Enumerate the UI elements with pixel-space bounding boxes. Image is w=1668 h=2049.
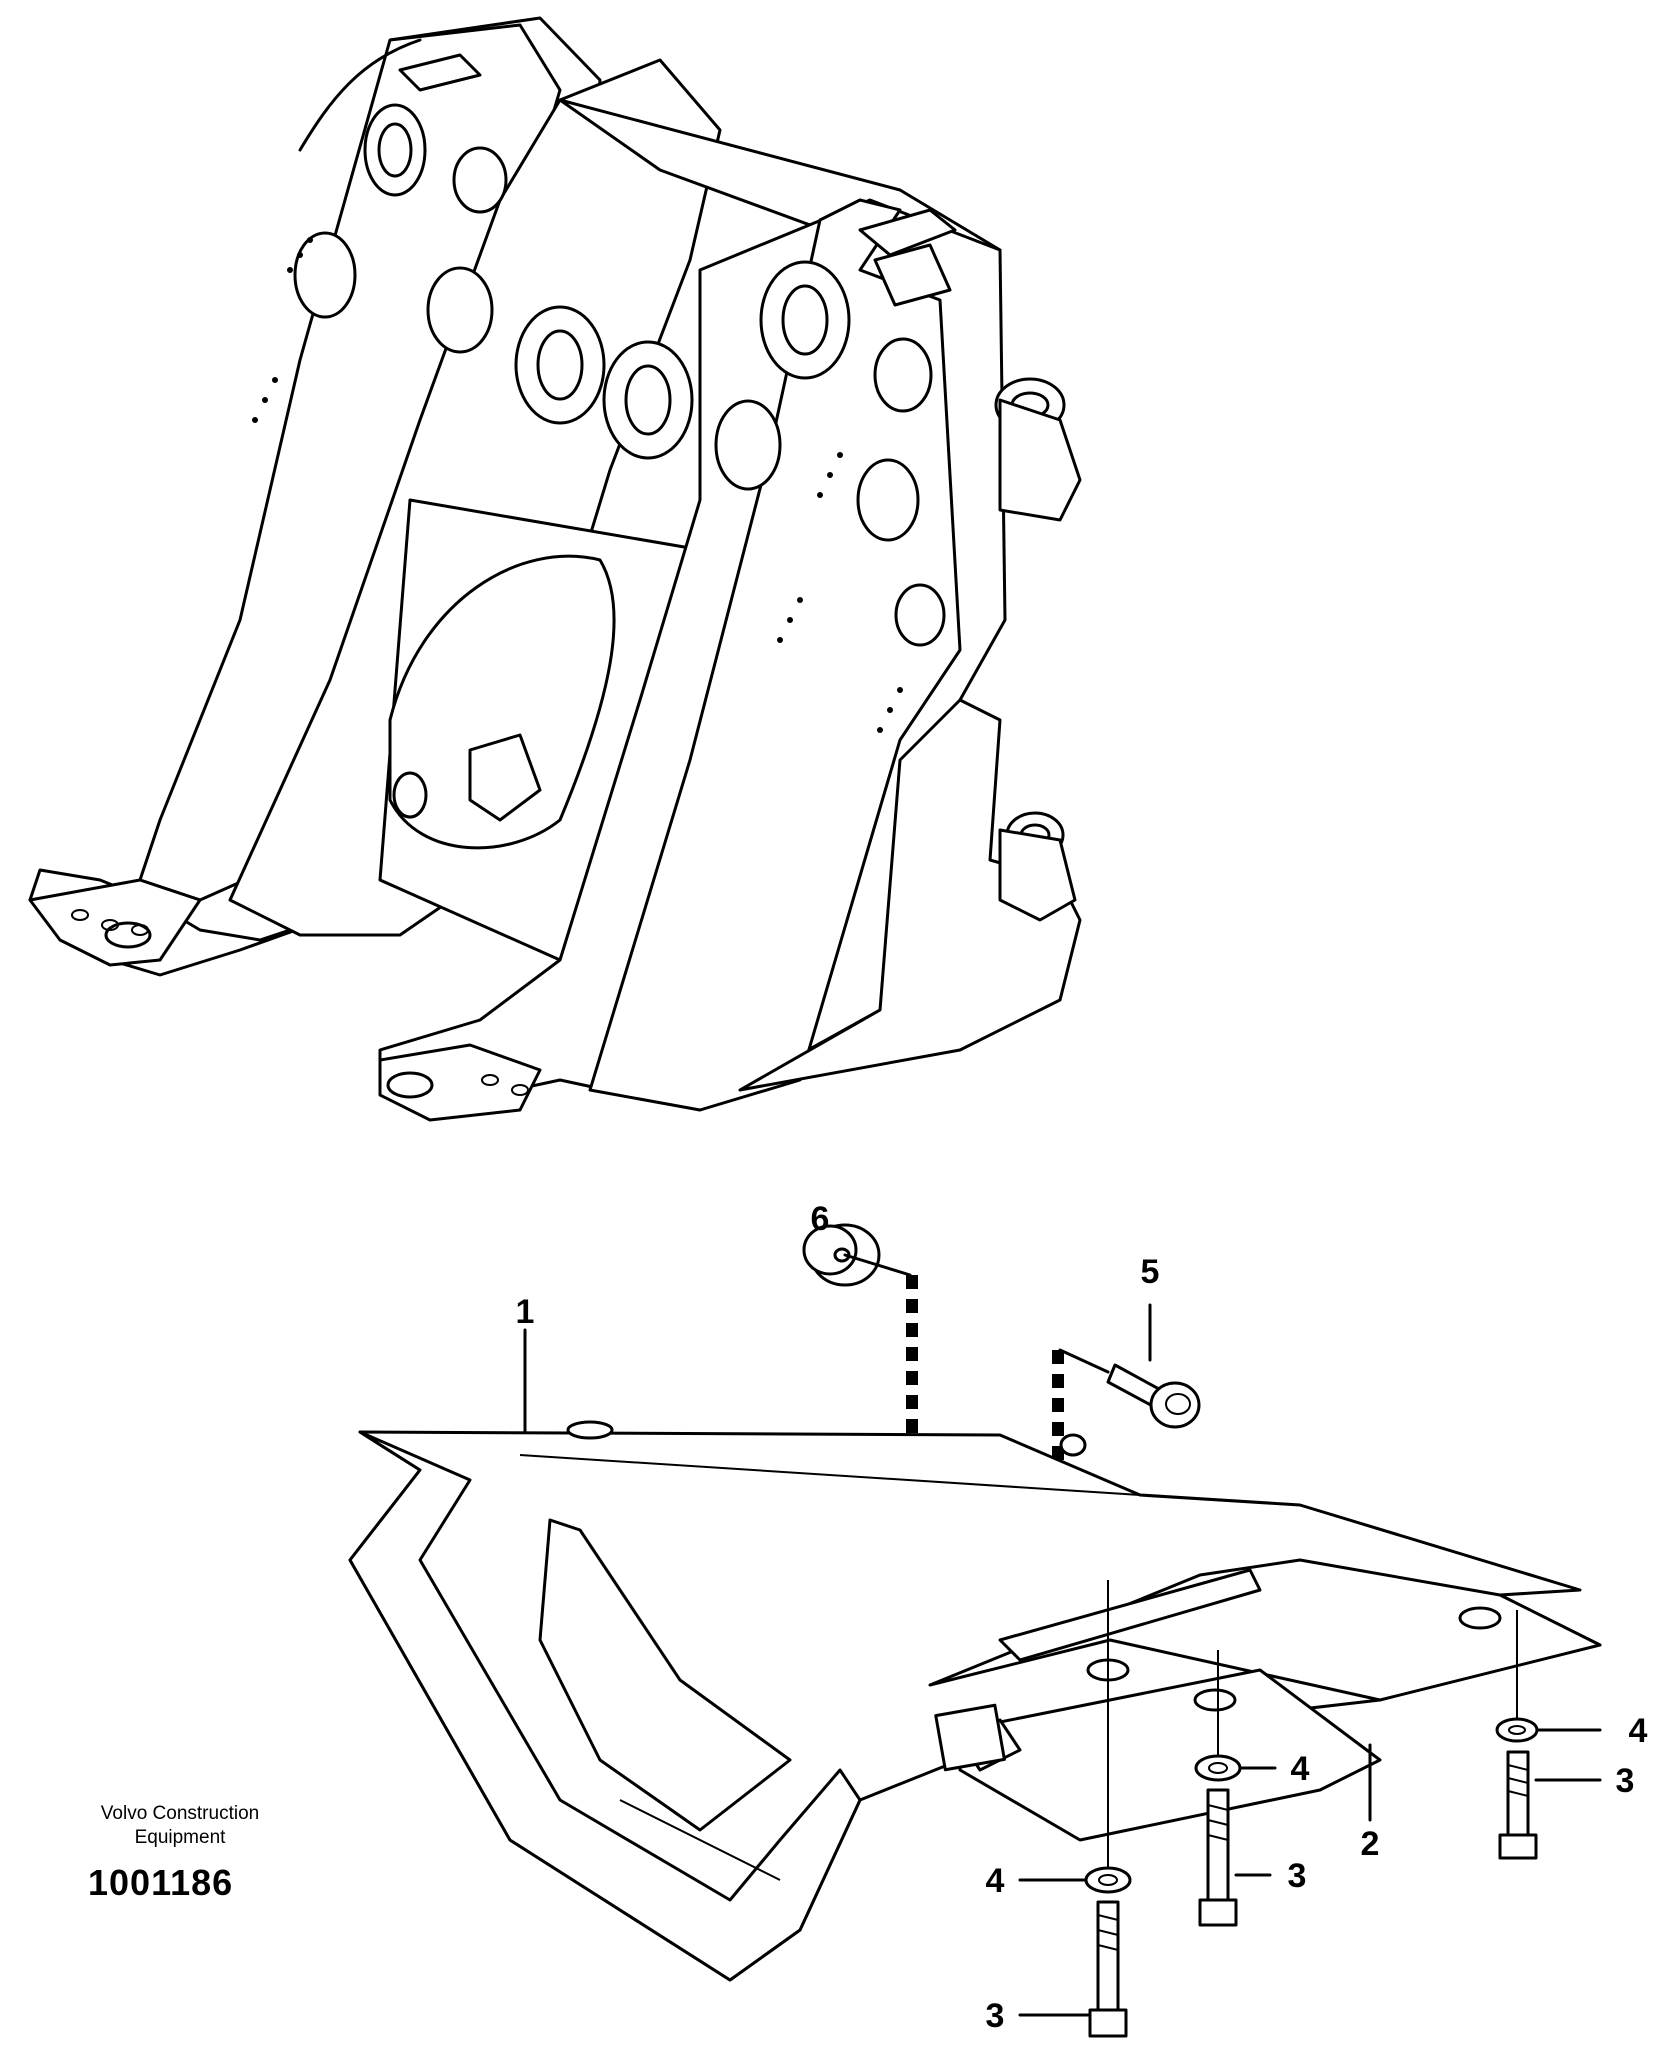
callout-4: 4: [1629, 1712, 1648, 1750]
part-3-screw-a: [1498, 1750, 1538, 1860]
callout-6: 6: [811, 1200, 830, 1238]
part-4-washer-b: [1194, 1754, 1242, 1782]
leader-lines: [523, 1303, 1602, 2017]
callout-3: 3: [1616, 1762, 1635, 1800]
part-2-bracket-plate: [928, 1558, 1602, 1842]
callout-1: 1: [516, 1293, 535, 1331]
callout-3: 3: [986, 1997, 1005, 2035]
part-4-washer-c: [1084, 1866, 1132, 1894]
callout-4: 4: [986, 1862, 1005, 1900]
part-1-guard-plate: [348, 1420, 1602, 1982]
callout-2: 2: [1361, 1825, 1380, 1863]
part-3-screw-b: [1198, 1788, 1238, 1927]
drawing-number: 1001186: [88, 1862, 234, 1903]
part-5-bolt: [1106, 1363, 1201, 1429]
part-4-washer-a: [1495, 1717, 1539, 1743]
callout-5: 5: [1141, 1253, 1160, 1291]
part-3-screw-c: [1088, 1900, 1128, 2038]
credit-line-1: Volvo Construction: [100, 1803, 260, 1824]
callout-3: 3: [1288, 1857, 1307, 1895]
credit-line-2: Equipment: [134, 1827, 226, 1848]
credit-label: Volvo Construction Equipment: [60, 1802, 300, 1850]
callout-4: 4: [1291, 1750, 1310, 1788]
front-frame: [28, 16, 1082, 1122]
